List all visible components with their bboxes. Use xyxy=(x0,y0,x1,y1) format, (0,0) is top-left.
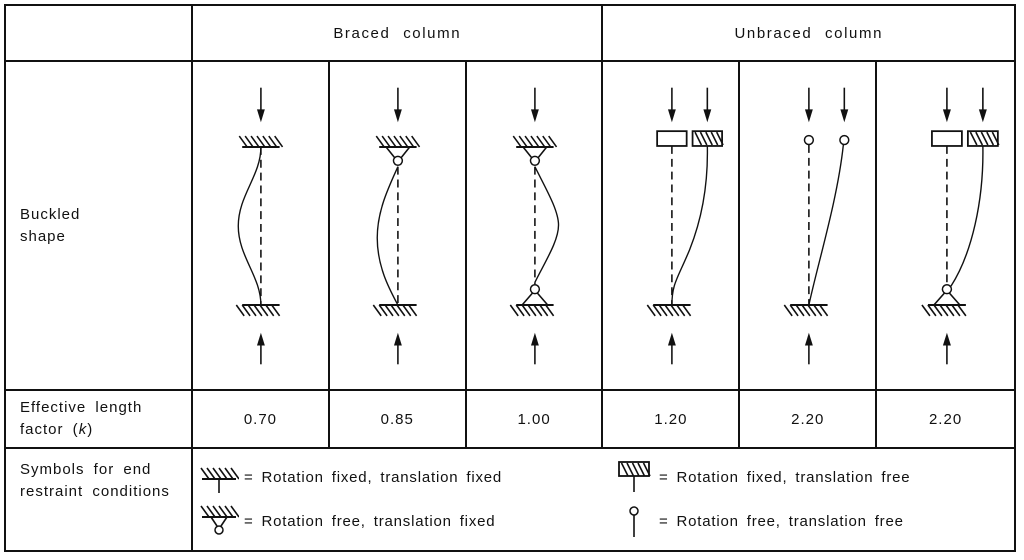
effective-length-factor-table: Braced column Unbraced column Buckled sh… xyxy=(4,4,1016,552)
legend-entry-label: = Rotation fixed, translation fixed xyxy=(244,468,503,486)
legend-entry: = Rotation free, translation fixed xyxy=(199,503,614,541)
k-value: 1.00 xyxy=(466,391,604,449)
k-value: 0.70 xyxy=(193,391,330,449)
braced-column-header: Braced column xyxy=(193,6,604,62)
k-value: 0.85 xyxy=(329,391,467,449)
unbraced-column-header: Unbraced column xyxy=(603,6,1014,62)
legend-entry-label: = Rotation free, translation free xyxy=(659,513,904,531)
legend-cell: = Rotation fixed, translation fixed = Ro… xyxy=(193,449,1014,550)
buckled-shape-diagram xyxy=(193,62,330,391)
legend-entry: = Rotation fixed, translation free xyxy=(614,458,1010,496)
free-end-icon xyxy=(614,503,654,541)
corner-cell xyxy=(6,6,193,62)
guided-fixed-support-icon xyxy=(614,458,654,496)
buckled-shape-diagram xyxy=(740,62,878,391)
legend-entry: = Rotation free, translation free xyxy=(614,503,1010,541)
buckled-shape-diagram xyxy=(877,62,1014,391)
legend-entry-label: = Rotation free, translation fixed xyxy=(244,513,496,531)
k-value: 1.20 xyxy=(603,391,741,449)
buckled-shape-diagram xyxy=(466,62,604,391)
buckled-shape-diagram xyxy=(603,62,741,391)
pinned-support-icon xyxy=(199,503,239,541)
buckled-shape-diagram xyxy=(329,62,467,391)
k-factor-label: Effective length factor (k) xyxy=(6,391,193,449)
fixed-support-icon xyxy=(199,458,239,496)
buckled-shape-label: Buckled shape xyxy=(6,62,193,391)
legend-entry: = Rotation fixed, translation fixed xyxy=(199,458,614,496)
k-value: 2.20 xyxy=(877,391,1014,449)
symbols-legend-label: Symbols for end restraint conditions xyxy=(6,449,193,550)
k-value: 2.20 xyxy=(740,391,878,449)
legend-entry-label: = Rotation fixed, translation free xyxy=(659,468,911,486)
